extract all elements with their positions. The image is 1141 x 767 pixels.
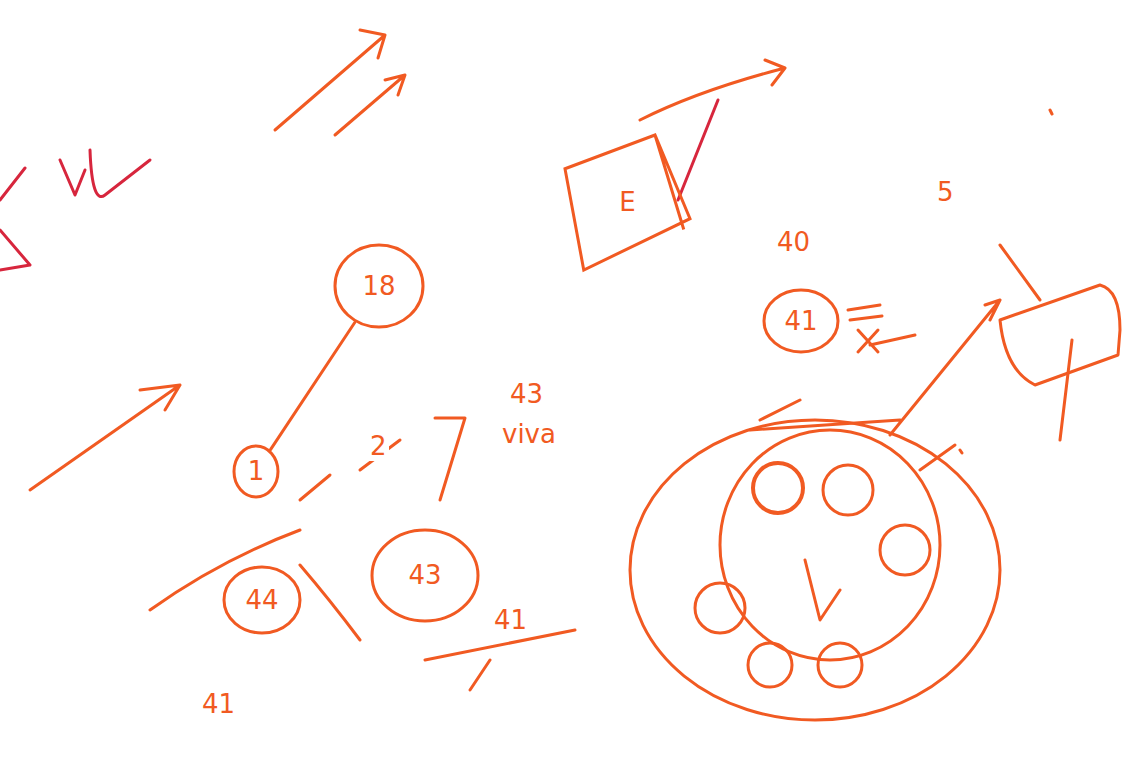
sketch-circle bbox=[695, 583, 745, 633]
handwritten-number: viva bbox=[500, 420, 558, 449]
node-text: 1 bbox=[248, 457, 265, 486]
sketch-circle bbox=[880, 525, 930, 575]
node-text: E bbox=[619, 188, 635, 217]
sketch-circle bbox=[753, 463, 803, 513]
circled-number: 18 bbox=[333, 243, 425, 329]
node-text: 18 bbox=[362, 272, 395, 301]
sketch-arrow bbox=[30, 385, 180, 490]
handwritten-number: 43 bbox=[508, 380, 545, 409]
handwritten-number: 5 bbox=[935, 178, 956, 207]
handwritten-number: 41 bbox=[492, 606, 529, 635]
handwritten-number: 41 bbox=[200, 690, 237, 719]
sketch-circle bbox=[720, 430, 940, 660]
red-check bbox=[60, 150, 150, 197]
red-stroke bbox=[678, 100, 718, 200]
circled-number: 44 bbox=[222, 565, 302, 635]
sketch-circle bbox=[630, 420, 1000, 720]
sketch-stroke bbox=[435, 418, 465, 500]
sketch-box bbox=[1000, 285, 1120, 385]
handwritten-number: 40 bbox=[775, 228, 812, 257]
sketch-dot bbox=[960, 110, 1052, 453]
handwritten-number: 2 bbox=[368, 432, 389, 461]
circled-number: 41 bbox=[762, 288, 840, 354]
sketch-arrow bbox=[275, 30, 405, 135]
sketch-stroke bbox=[1000, 245, 1072, 440]
sketch-stroke bbox=[848, 305, 915, 352]
node-text: 44 bbox=[245, 586, 278, 615]
node-text: 43 bbox=[408, 561, 441, 590]
sketch-circle bbox=[823, 465, 873, 515]
node-text: 41 bbox=[784, 307, 817, 336]
connector bbox=[271, 323, 355, 450]
circled-number: 1 bbox=[232, 444, 280, 499]
sketch-circle bbox=[818, 643, 862, 687]
sketch-stroke bbox=[750, 300, 1000, 620]
red-stroke bbox=[0, 168, 30, 270]
cube-box: E bbox=[565, 135, 690, 270]
circled-number: 43 bbox=[370, 528, 480, 623]
sketch-stroke bbox=[150, 530, 575, 690]
sketch-circle bbox=[748, 643, 792, 687]
